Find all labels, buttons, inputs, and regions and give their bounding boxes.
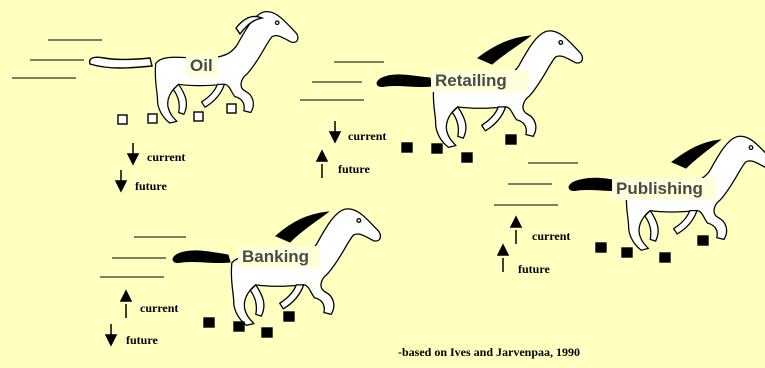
speed-lines: [100, 236, 186, 278]
speed-lines: [494, 162, 578, 206]
publishing-future-label: future: [518, 262, 550, 276]
retailing-current-arrow-down-icon: [328, 121, 342, 144]
banking-future-label: future: [126, 333, 158, 347]
retailing-future-label: future: [338, 162, 370, 176]
hooves: [401, 134, 517, 163]
oil-current-label: current: [147, 150, 186, 164]
label-publishing: Publishing: [616, 179, 703, 198]
trend-arrows: [104, 121, 523, 347]
publishing-current-arrow-up-icon: [509, 215, 523, 244]
mane: [235, 15, 265, 36]
banking-current-label: current: [140, 301, 179, 315]
hooves: [203, 311, 295, 338]
publishing-future-arrow-up-icon: [496, 243, 510, 272]
horse-banking: [100, 208, 382, 338]
label-banking: Banking: [242, 247, 310, 266]
label-backgrounds: [186, 55, 716, 268]
speed-lines: [12, 39, 102, 79]
tail: [376, 74, 433, 88]
speed-lines: [300, 61, 384, 101]
tail: [172, 250, 231, 264]
banking-future-arrow-down-icon: [104, 324, 118, 347]
label-oil: Oil: [190, 56, 213, 75]
mane: [477, 35, 532, 65]
horse-retailing: [300, 30, 584, 163]
tail: [568, 177, 627, 192]
mane: [671, 139, 722, 169]
oil-future-label: future: [135, 179, 167, 193]
oil-future-arrow-down-icon: [114, 170, 128, 193]
retailing-current-label: current: [348, 129, 387, 143]
label-retailing: Retailing: [435, 71, 507, 90]
hooves: [117, 103, 237, 125]
publishing-current-label: current: [532, 229, 571, 243]
horse-oil: [12, 10, 299, 125]
horse-publishing: [494, 135, 765, 263]
oil-current-arrow-down-icon: [126, 143, 140, 166]
retailing-future-arrow-up-icon: [315, 149, 329, 178]
tail: [88, 56, 153, 69]
mane: [275, 211, 330, 243]
hooves: [595, 235, 709, 263]
source-credit: -based on Ives and Jarvenpaa, 1990: [398, 345, 581, 359]
banking-current-arrow-up-icon: [119, 289, 133, 318]
